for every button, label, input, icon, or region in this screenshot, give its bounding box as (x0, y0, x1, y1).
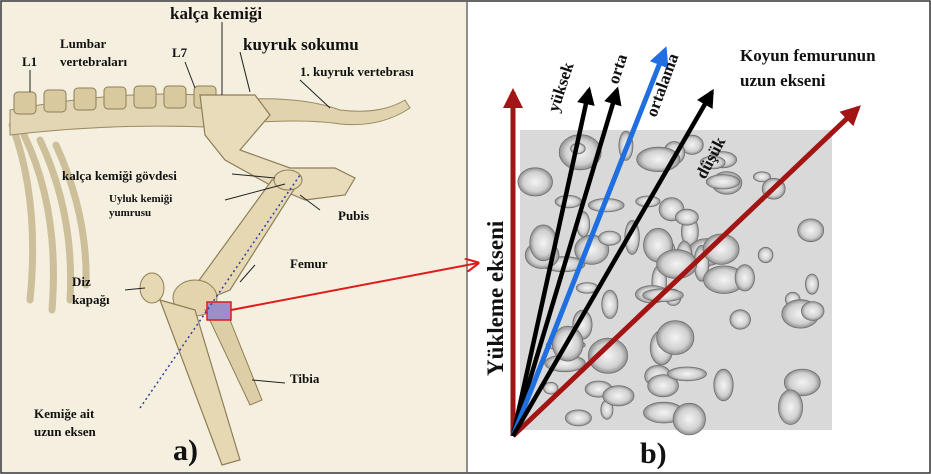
bone-pore (602, 290, 618, 318)
bone-pore (673, 403, 705, 435)
bone-pore (714, 369, 733, 401)
label-diz-line2: kapağı (72, 292, 110, 307)
panel-a: kalça kemiği Lumbar vertebraları L1 L7 k… (2, 2, 466, 472)
label-ortalama: ortalama (642, 50, 683, 119)
bone-pore (778, 390, 802, 425)
panel-b: Yükleme ekseni Koyun femurunun uzun ekse… (483, 46, 876, 470)
label-uyluk-line2: yumrusu (109, 207, 151, 219)
label-eksen-line1: Kemiğe ait (34, 406, 95, 421)
label-lumbar-line2: vertebraları (60, 54, 128, 69)
label-femur: Femur (290, 256, 328, 271)
label-l7: L7 (172, 45, 188, 60)
bone-pore (798, 219, 824, 242)
panel-a-letter: a) (173, 434, 198, 467)
label-uyluk-line1: Uyluk kemiği (109, 193, 172, 205)
panel-b-letter: b) (640, 437, 667, 470)
bone-pore (555, 195, 581, 207)
label-lumbar-line1: Lumbar (60, 36, 106, 51)
label-kuyruk-sokumu: kuyruk sokumu (243, 35, 359, 54)
label-eksen-line2: uzun eksen (34, 424, 97, 439)
bone-pore (668, 367, 707, 381)
bone-pore (518, 168, 553, 196)
bone-pore (801, 302, 824, 321)
label-kuyruk-vertebrasi: 1. kuyruk vertebrası (300, 64, 414, 79)
femur-head-illustration (274, 170, 302, 190)
bone-pore (675, 209, 698, 225)
label-yukleme-ekseni: Yükleme ekseni (483, 220, 508, 376)
label-yuksek: yüksek (544, 59, 578, 114)
label-diz-line1: Diz (72, 274, 91, 289)
bone-pore (805, 274, 818, 294)
label-orta: orta (604, 51, 632, 86)
bone-pore (599, 231, 621, 245)
bone-pore (758, 247, 773, 262)
bone-pore (735, 265, 754, 291)
label-l1: L1 (22, 54, 37, 69)
bone-pore (730, 310, 751, 329)
bone-pore (565, 410, 591, 426)
label-pubis: Pubis (338, 208, 369, 223)
bone-pore (657, 321, 694, 355)
label-tibia: Tibia (290, 371, 320, 386)
label-kalca-kemigi: kalça kemiği (170, 4, 262, 23)
bone-pore (603, 386, 634, 406)
label-kalca-govdesi: kalça kemiği gövdesi (62, 168, 177, 183)
label-koyun-line2: uzun ekseni (740, 71, 826, 90)
label-koyun-line1: Koyun femurunun (740, 46, 876, 65)
